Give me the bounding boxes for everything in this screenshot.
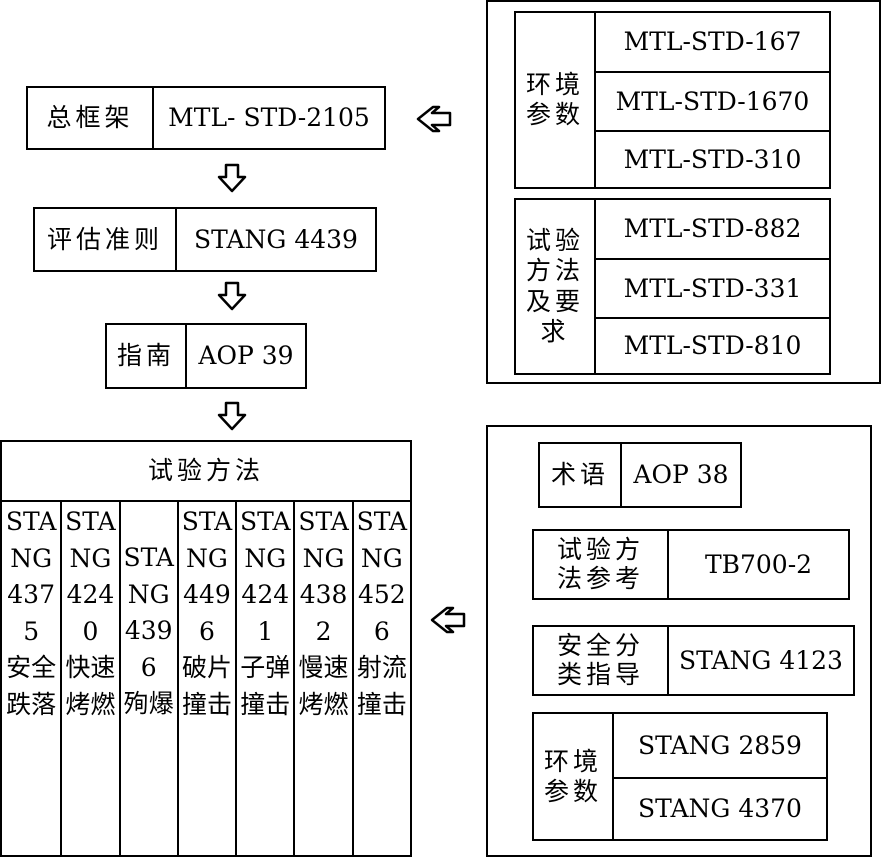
terms-code: AOP 38 (620, 444, 740, 506)
env-params-standards-group: 环境 参数 STANG 2859 STANG 4370 (532, 712, 828, 841)
safety-guide-code: STANG 4123 (667, 627, 853, 694)
framework-label: 总框架 (46, 103, 134, 132)
framework-box: 总框架 MTL- STD-2105 (26, 86, 386, 150)
test-method-column: STANG4396 殉爆 (118, 500, 177, 855)
test-method-code: STANG4396 (123, 543, 174, 682)
guide-label: 指南 (116, 341, 175, 370)
safety-guide-box: 安全分 类指导 STANG 4123 (532, 625, 855, 696)
test-requirements-item: MTL-STD-331 (594, 258, 829, 317)
test-method-name: 安全跌落 (6, 653, 57, 719)
env-params-standards-label: 环境 参数 (543, 746, 602, 806)
test-method-name: 快速烤燃 (65, 653, 116, 719)
test-method-column: STANG4496 破片撞击 (176, 500, 236, 855)
test-method-code: STANG4526 (356, 507, 408, 646)
test-method-name: 破片撞击 (181, 653, 232, 719)
test-method-column: STANG4240 快速烤燃 (60, 500, 119, 855)
arrow-left-icon (416, 105, 452, 133)
arrow-down-icon (217, 401, 247, 431)
test-method-code: STANG4241 (240, 507, 291, 646)
test-requirements-item: MTL-STD-882 (594, 200, 829, 258)
criteria-code: STANG 4439 (175, 209, 375, 270)
test-method-name: 殉爆 (123, 689, 174, 718)
test-requirements-group: 试验 方法 及要 求 MTL-STD-882 MTL-STD-331 MTL-S… (514, 198, 831, 375)
arrow-down-icon (217, 163, 247, 193)
terms-label: 术语 (550, 460, 609, 489)
env-params-label: 环境 参数 (525, 70, 584, 129)
safety-guide-label: 安全分 类指导 (556, 630, 644, 689)
test-methods-title: 试验方法 (147, 456, 264, 485)
test-method-code: STANG4382 (298, 507, 349, 646)
test-requirements-label: 试验 方法 及要 求 (525, 225, 584, 347)
env-params-group: 环境 参数 MTL-STD-167 MTL-STD-1670 MTL-STD-3… (514, 11, 831, 189)
right-bottom-container: 术语 AOP 38 试验方 法参考 TB700-2 安全分 类指导 STANG … (486, 425, 872, 857)
test-method-column: STANG4241 子弹撞击 (235, 500, 294, 855)
test-method-column: STANG4375 安全跌落 (2, 500, 61, 855)
criteria-box: 评估准则 STANG 4439 (33, 207, 377, 272)
test-method-code: STANG4375 (5, 507, 57, 646)
test-method-name: 慢速烤燃 (298, 653, 349, 719)
test-reference-box: 试验方 法参考 TB700-2 (532, 529, 850, 600)
test-method-column: STANG4526 射流撞击 (351, 500, 410, 855)
criteria-label: 评估准则 (46, 224, 163, 254)
test-reference-code: TB700-2 (667, 531, 848, 598)
test-method-code: STANG4240 (65, 507, 116, 646)
env-params-item: MTL-STD-167 (594, 13, 829, 71)
test-method-name: 子弹撞击 (240, 653, 291, 719)
test-method-code: STANG4496 (181, 507, 233, 646)
test-reference-label: 试验方 法参考 (556, 534, 644, 593)
terms-box: 术语 AOP 38 (538, 442, 742, 508)
right-top-container: 环境 参数 MTL-STD-167 MTL-STD-1670 MTL-STD-3… (486, 0, 881, 384)
guide-code: AOP 39 (185, 325, 305, 387)
framework-code: MTL- STD-2105 (152, 88, 384, 148)
test-method-column: STANG4382 慢速烤燃 (293, 500, 352, 855)
test-method-name: 射流撞击 (356, 653, 407, 719)
test-requirements-item: MTL-STD-810 (594, 317, 829, 373)
env-params-standards-item: STANG 2859 (612, 714, 826, 777)
arrow-left-icon (430, 606, 466, 634)
env-params-item: MTL-STD-310 (594, 130, 829, 187)
env-params-item: MTL-STD-1670 (594, 71, 829, 130)
guide-box: 指南 AOP 39 (105, 323, 307, 389)
env-params-standards-item: STANG 4370 (612, 777, 826, 839)
arrow-down-icon (217, 281, 247, 311)
